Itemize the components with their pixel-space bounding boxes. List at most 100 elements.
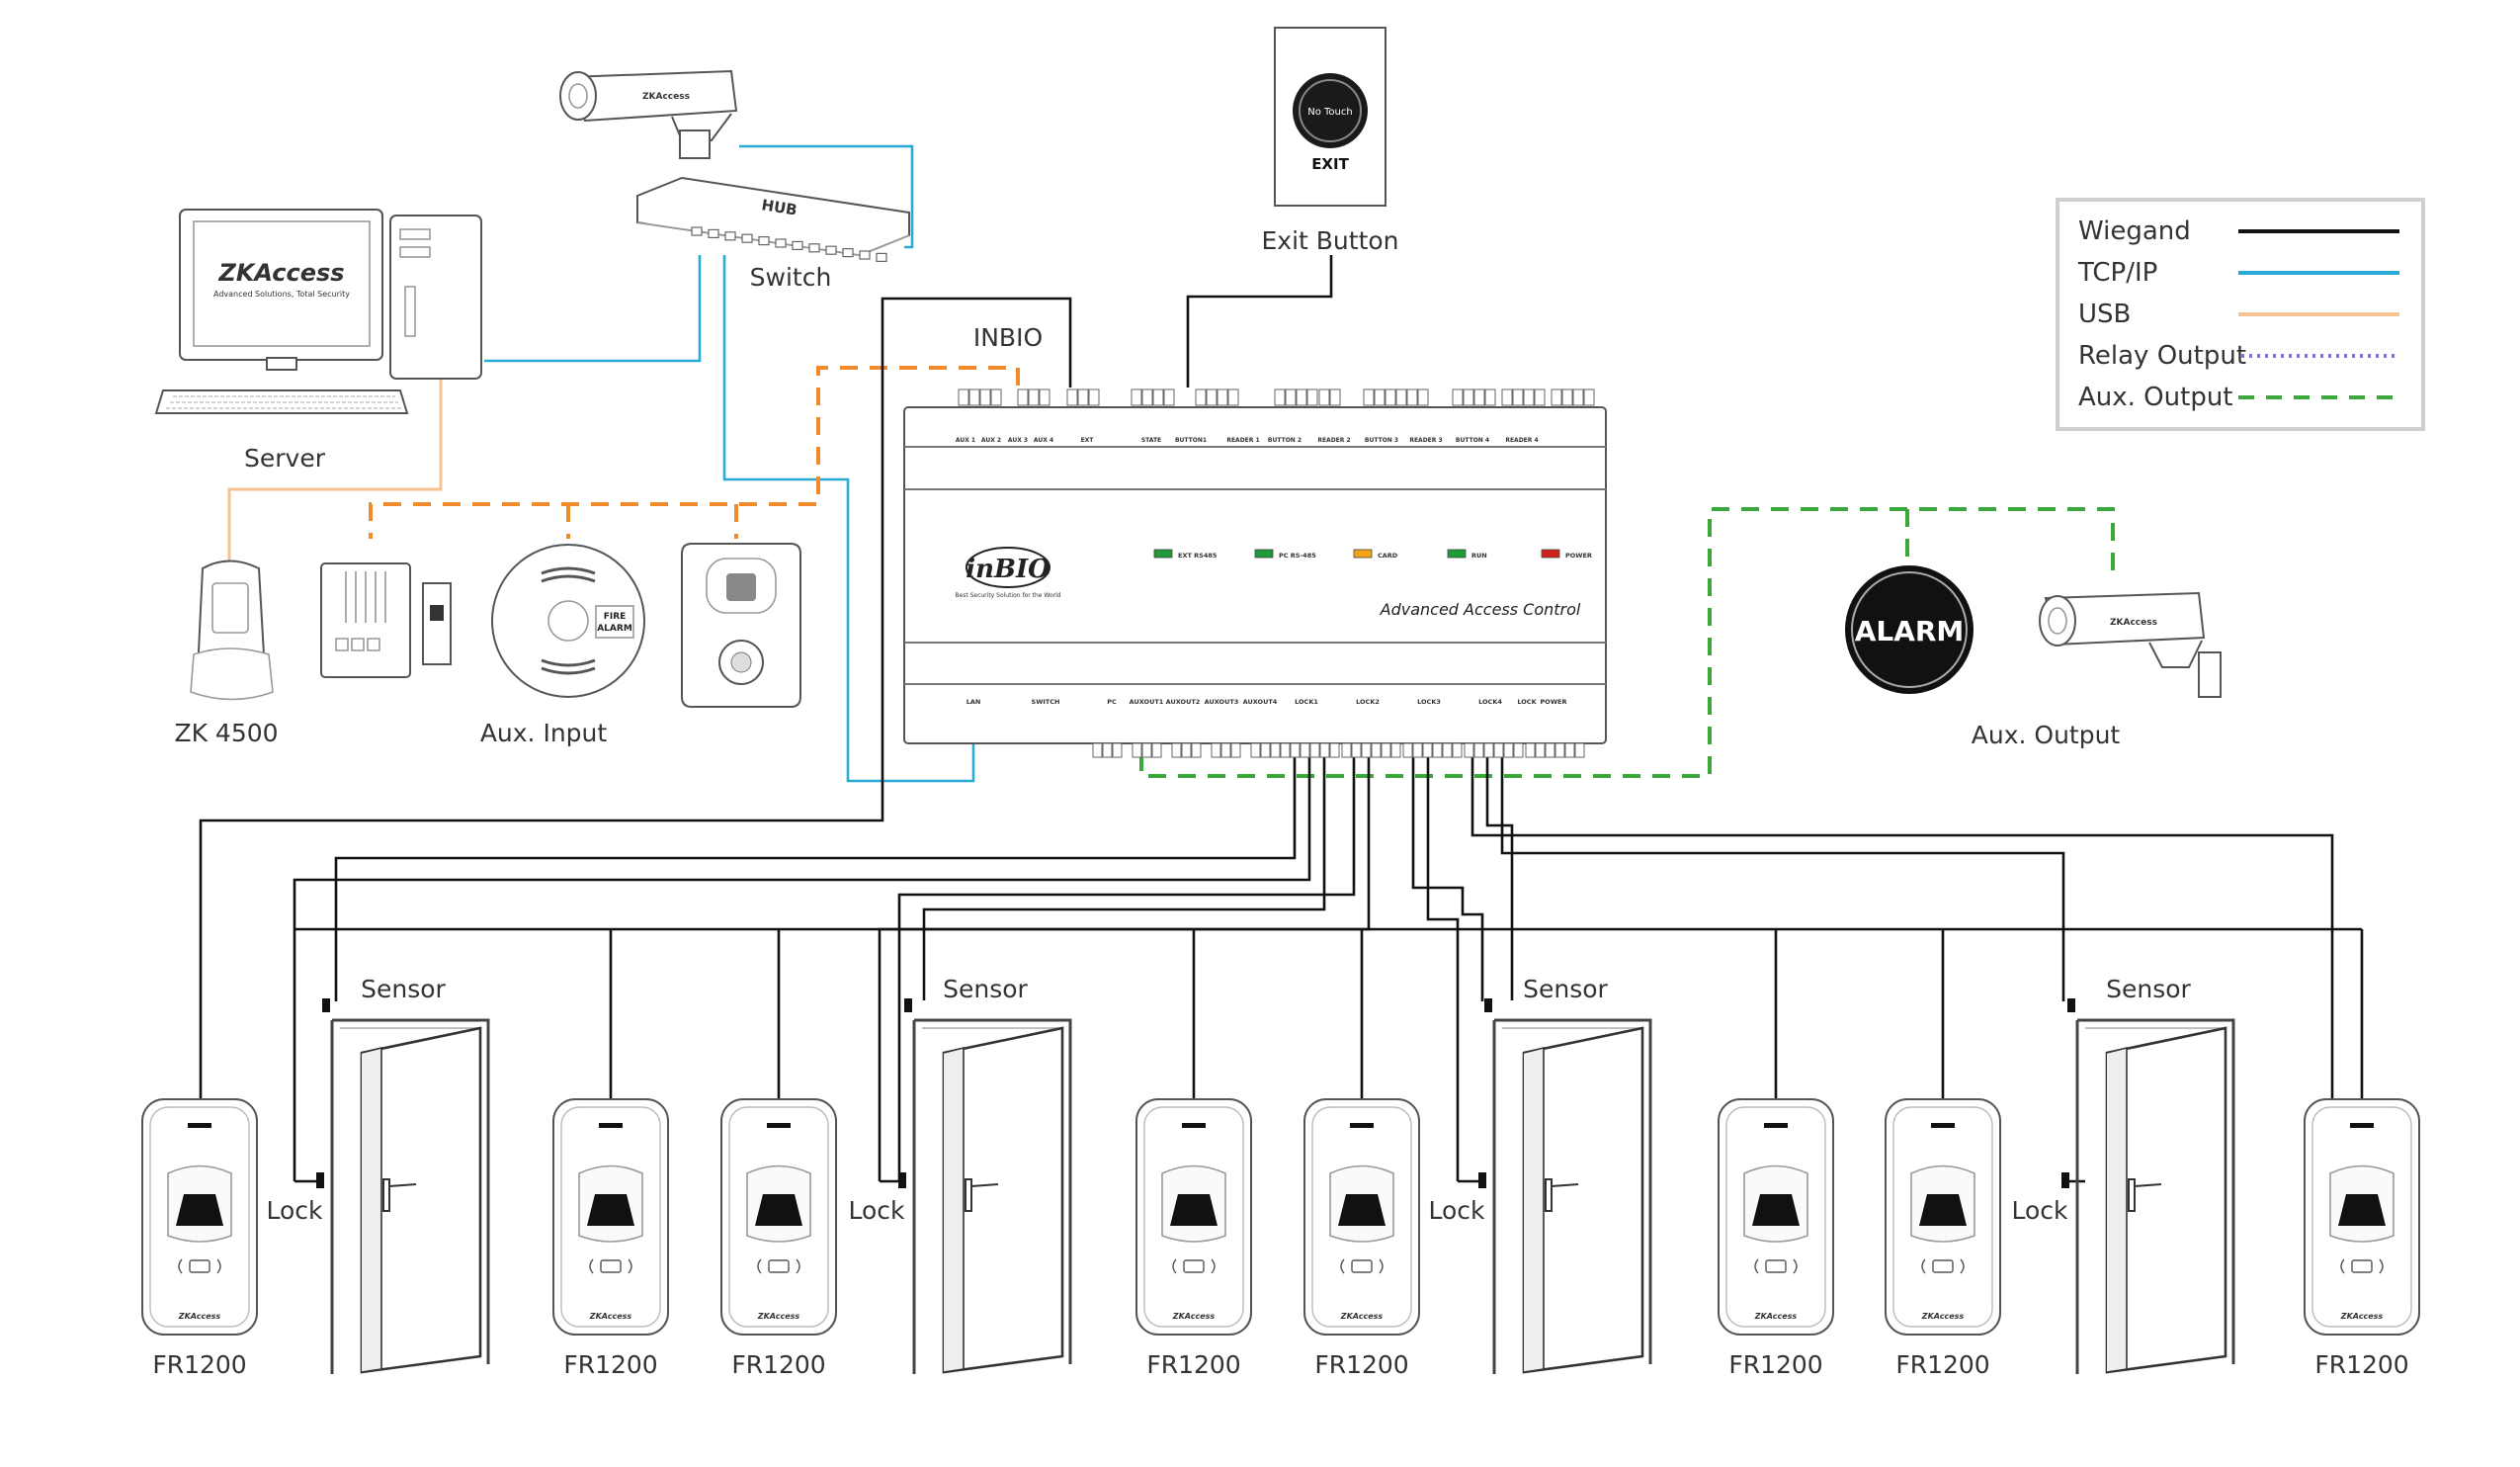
motion-sensor-lens [726, 573, 756, 601]
switch-port [859, 250, 871, 260]
terminal-screw [1250, 742, 1261, 758]
terminal-screw [1363, 388, 1375, 406]
reader-label: FR1200 [1314, 1350, 1408, 1379]
reader-led [1182, 1123, 1206, 1128]
fingerprint-sensor[interactable] [1170, 1194, 1218, 1226]
terminal-screw [1163, 388, 1175, 406]
top-group-label: AUX 4 [1034, 437, 1053, 444]
detector-center [547, 600, 589, 642]
terminal-screw [1534, 388, 1546, 406]
fingerprint-sensor[interactable] [1752, 1194, 1800, 1226]
top-group-label: AUX 1 [956, 437, 975, 444]
inbio-label: INBIO [973, 323, 1043, 352]
camera-brand: ZKAccess [2110, 618, 2157, 628]
server-label: Server [244, 444, 326, 473]
terminal-screw [1171, 742, 1182, 758]
terminal-screw [1280, 742, 1291, 758]
reader-led [188, 1123, 211, 1128]
terminal-screw [1493, 742, 1504, 758]
rfid-wave-icon [589, 1258, 632, 1274]
door-frame [912, 1018, 1072, 1374]
top-group-label: READER 1 [1226, 437, 1259, 444]
fingerprint-sensor[interactable] [1338, 1194, 1386, 1226]
top-group-label: BUTTON1 [1175, 437, 1207, 444]
monitor-screen [193, 220, 371, 347]
fingerprint-sensor[interactable] [587, 1194, 634, 1226]
bottom-group-label: PC [1107, 698, 1117, 706]
lock-label: Lock [266, 1196, 323, 1225]
terminal-screw [1309, 742, 1320, 758]
top-terminals [958, 388, 1595, 406]
door-edge [2106, 1046, 2128, 1373]
sensor-label: Sensor [943, 975, 1028, 1003]
top-group-label: AUX 2 [981, 437, 1001, 444]
terminal-screw [1561, 388, 1573, 406]
drive-bay [399, 228, 431, 240]
fingerprint-sensor[interactable] [755, 1194, 802, 1226]
terminal-screw [1206, 388, 1218, 406]
zk4500-device: ZK 4500 [174, 560, 279, 747]
terminal-screw [1092, 742, 1103, 758]
reader-brand: ZKAccess [2340, 1312, 2384, 1321]
exit-button-disc[interactable] [1293, 73, 1368, 148]
top-group-label: READER 4 [1505, 437, 1538, 444]
terminal-screw [990, 388, 1002, 406]
terminal-screw [1535, 742, 1546, 758]
terminal-screw [1077, 388, 1089, 406]
terminal-screw [1151, 742, 1162, 758]
reader-inner-edge [1311, 1106, 1412, 1328]
reader-label: FR1200 [152, 1350, 246, 1379]
legend-item-label: Wiegand [2078, 216, 2191, 246]
terminal-screw [1017, 388, 1029, 406]
door-frame [1492, 1018, 1652, 1374]
terminal-screw [1141, 742, 1152, 758]
usb-wire-server-zk4500 [227, 374, 443, 563]
brand-swoosh [966, 547, 1050, 588]
zk4500-sensor [211, 582, 249, 634]
drive-bay [399, 246, 431, 258]
sensor-label: Sensor [361, 975, 446, 1003]
camera-lens-inner [2048, 607, 2067, 635]
terminal-screw [1513, 742, 1524, 758]
rfid-wave-icon [1754, 1258, 1798, 1274]
terminal-screw [1260, 742, 1271, 758]
monitor-stand [266, 357, 297, 371]
controller-caption: Advanced Access Control [1380, 600, 1581, 619]
reader-label: FR1200 [1728, 1350, 1822, 1379]
fingerprint-sensor[interactable] [176, 1194, 223, 1226]
switch-port [708, 228, 719, 238]
switch-port [741, 233, 753, 243]
terminal-screw [1191, 742, 1202, 758]
server: ZKAccess Advanced Solutions, Total Secur… [154, 209, 482, 473]
bottom-group-label: AUXOUT1 [1130, 698, 1164, 706]
terminal-screw [1300, 742, 1310, 758]
terminal-screw [958, 388, 969, 406]
terminal-screw [1152, 388, 1164, 406]
fingerprint-sensor[interactable] [2338, 1194, 2386, 1226]
door-sensor [1484, 998, 1492, 1012]
camera-brand: ZKAccess [642, 92, 690, 102]
status-led [1353, 549, 1373, 559]
reader-brand: ZKAccess [757, 1312, 800, 1321]
terminal-screw [1406, 388, 1418, 406]
rfid-wave-icon [2340, 1258, 2384, 1274]
terminal-screw [1395, 388, 1407, 406]
zk4500-base [190, 647, 274, 701]
alarm-siren [1845, 565, 1974, 694]
fingerprint-sensor[interactable] [1919, 1194, 1967, 1226]
reader-brand: ZKAccess [1172, 1312, 1216, 1321]
terminal-screw [1181, 742, 1192, 758]
aux-input-label: Aux. Input [480, 719, 608, 747]
bottom-group-label: LOCK3 [1417, 698, 1441, 706]
terminal-screw [1217, 388, 1228, 406]
no-touch-text: No Touch [1307, 107, 1352, 118]
rfid-wave-icon [757, 1258, 800, 1274]
